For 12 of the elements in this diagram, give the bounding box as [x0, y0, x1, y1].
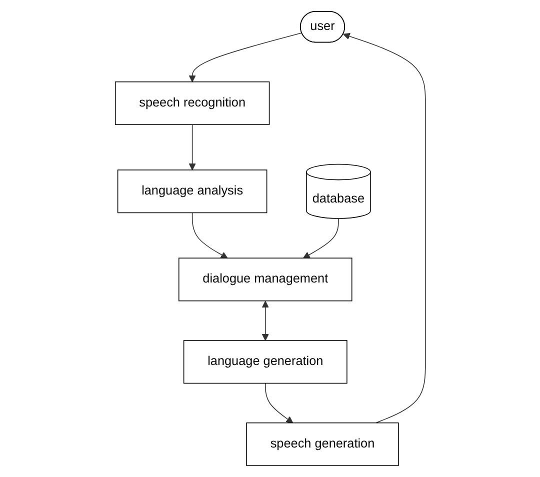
- arrow: [188, 32, 302, 82]
- node-box: speech recognition: [114, 81, 270, 126]
- arrow: [302, 218, 338, 258]
- arrow: [262, 300, 268, 341]
- node-box: speech generation: [246, 422, 398, 466]
- arrow: [192, 212, 228, 258]
- node-box: dialogue management: [178, 258, 352, 302]
- arrow: [264, 382, 293, 424]
- node-box: language generation: [183, 340, 347, 384]
- arrow: [342, 32, 426, 424]
- arrow: [188, 124, 196, 170]
- node-box: language analysis: [117, 170, 267, 214]
